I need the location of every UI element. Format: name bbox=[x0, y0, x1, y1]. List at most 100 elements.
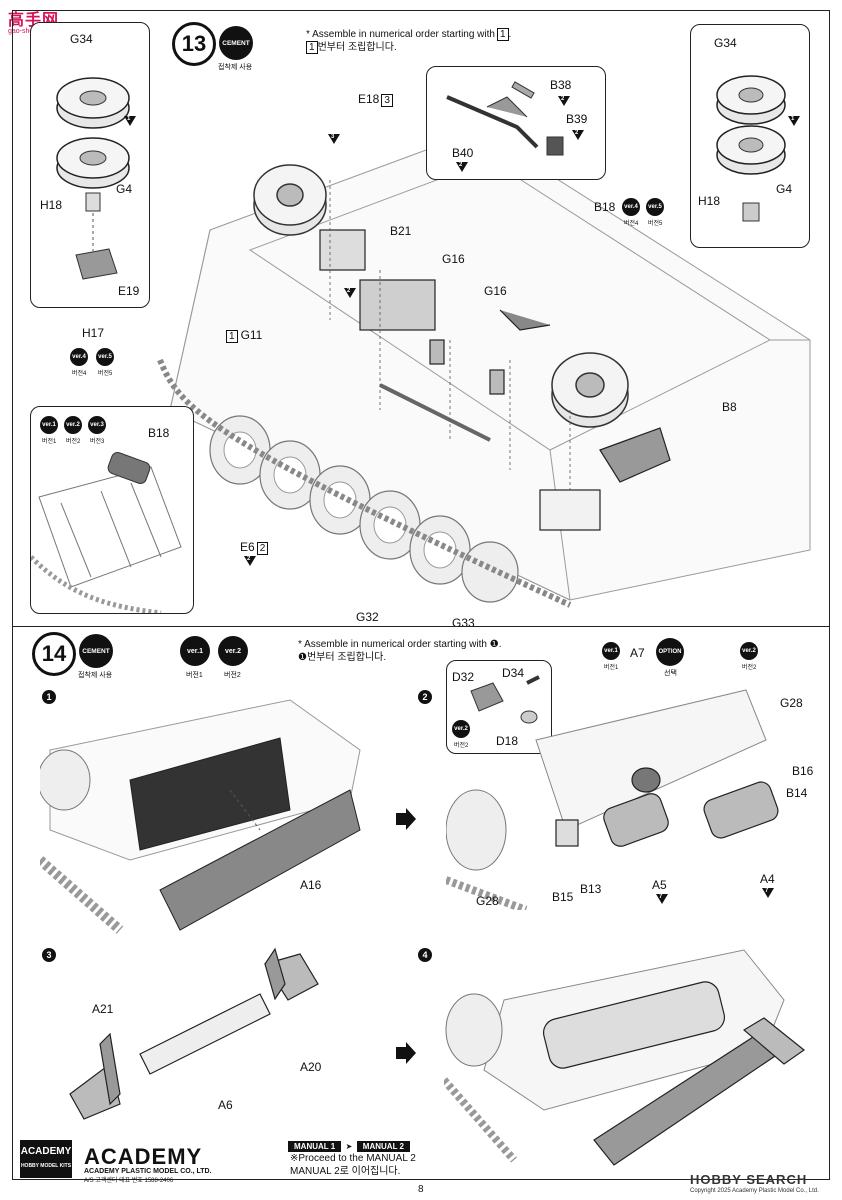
badge-ver2-top-caption: 버전2 bbox=[742, 665, 757, 671]
part-g4-right: G4 bbox=[776, 182, 793, 196]
part-b40: B40 bbox=[452, 146, 474, 160]
seq-marker-2b: 2 bbox=[572, 130, 584, 140]
cement-caption-14: 접착제 사용 bbox=[78, 672, 113, 679]
part-b16: B16 bbox=[792, 764, 814, 778]
badge-ver1-a7-caption: 버전1 bbox=[604, 665, 619, 671]
part-d34: D34 bbox=[502, 666, 525, 680]
academy-badge-sub: HOBBY MODEL KITS bbox=[20, 1163, 72, 1169]
part-e19: E19 bbox=[118, 284, 140, 298]
part-g28-a: G28 bbox=[780, 696, 803, 710]
academy-brand-logo: ACADEMY bbox=[84, 1144, 203, 1169]
badge-ver1-a7: ver.1 bbox=[602, 642, 620, 660]
part-g4-left: G4 bbox=[116, 182, 133, 196]
seq-marker-2-e6: 2 bbox=[244, 556, 256, 566]
part-b18-inset: B18 bbox=[148, 426, 170, 440]
inset-b18-drawing bbox=[29, 452, 182, 616]
part-a4: A4 bbox=[760, 872, 775, 886]
cement-caption: 접착제 사용 bbox=[218, 64, 253, 71]
part-a21: A21 bbox=[92, 1002, 114, 1016]
inset-d32-drawing bbox=[470, 675, 540, 724]
academy-brand-sub: ACADEMY PLASTIC MODEL CO., LTD. bbox=[84, 1168, 212, 1175]
part-e18-num: 3 bbox=[381, 94, 393, 107]
seq-marker-3: 3 bbox=[328, 134, 340, 144]
proceed-en: ※Proceed to the MANUAL 2 bbox=[290, 1153, 416, 1164]
badge-ver2-14: ver.2 bbox=[218, 636, 248, 666]
sub-step-1-drawing bbox=[40, 699, 361, 934]
badge-ver4-h17: ver.4 bbox=[70, 348, 88, 366]
sub-step-4-drawing bbox=[444, 949, 806, 1166]
badge-ver5-h17-caption: 버전5 bbox=[98, 371, 113, 377]
part-h18-left: H18 bbox=[40, 198, 63, 212]
seq-marker-7-a4: 7 bbox=[762, 888, 774, 898]
part-g28-b: G28 bbox=[476, 894, 499, 908]
inset-left-wheel bbox=[30, 22, 150, 308]
part-b38: B38 bbox=[550, 78, 572, 92]
part-e18-label: E18 bbox=[358, 92, 380, 106]
sub-step-1: 1 bbox=[42, 690, 56, 704]
arrow-right-icon-2 bbox=[396, 1042, 416, 1064]
note-ko: 번부터 조립합니다. bbox=[317, 42, 397, 53]
badge-ver2: ver.2 bbox=[64, 416, 82, 434]
inset-right-wheel-drawing bbox=[716, 75, 786, 222]
seq-marker-1-right: 1 bbox=[788, 116, 800, 126]
badge-ver5-h17: ver.5 bbox=[96, 348, 114, 366]
badge-ver1-caption: 버전1 bbox=[42, 439, 57, 445]
inset-b18-ver123 bbox=[29, 406, 194, 616]
step-14-number: 14 bbox=[32, 632, 76, 676]
badge-ver5-caption: 버전5 bbox=[648, 221, 663, 227]
badge-ver2-top: ver.2 bbox=[740, 642, 758, 660]
arrow-right-small-icon: ➤ bbox=[345, 1142, 353, 1151]
badge-ver5: ver.5 bbox=[646, 198, 664, 216]
step-divider bbox=[12, 626, 830, 627]
badge-ver1-14: ver.1 bbox=[180, 636, 210, 666]
note14-num: ❶ bbox=[489, 639, 499, 650]
badge-ver2-inset: ver.2 bbox=[452, 720, 470, 738]
part-b13: B13 bbox=[580, 882, 602, 896]
sub-step-3-drawing bbox=[69, 947, 319, 1120]
part-h17: H17 bbox=[82, 326, 105, 340]
sub-step-3: 3 bbox=[42, 948, 56, 962]
inset-d32-d34 bbox=[446, 660, 552, 754]
cement-icon-14: CEMENT bbox=[79, 634, 113, 668]
sub-step-2-drawing bbox=[446, 689, 779, 910]
part-b8: B8 bbox=[722, 400, 737, 414]
arrow-right-icon bbox=[396, 808, 416, 830]
note-num-box: 1 bbox=[496, 28, 509, 41]
seq-marker-2a: 2 bbox=[558, 96, 570, 106]
note14-ko: 번부터 조립합니다. bbox=[306, 652, 387, 663]
part-b14: B14 bbox=[786, 786, 808, 800]
badge-ver4-caption: 버전4 bbox=[624, 221, 639, 227]
seq-marker-7-a5: 7 bbox=[656, 894, 668, 904]
badge-ver3-caption: 버전3 bbox=[90, 439, 105, 445]
badge-option-caption: 선택 bbox=[664, 670, 677, 677]
part-b15: B15 bbox=[552, 890, 574, 904]
seq-marker-2-g11: 2 bbox=[344, 288, 356, 298]
badge-ver4: ver.4 bbox=[622, 198, 640, 216]
part-g33: G33 bbox=[452, 616, 475, 630]
page-frame bbox=[12, 10, 830, 1180]
proceed-ko: MANUAL 2로 이어집니다. bbox=[290, 1166, 401, 1177]
cement-icon: CEMENT bbox=[219, 26, 253, 60]
inset-right-wheel bbox=[690, 24, 810, 248]
inset-b38-b40 bbox=[426, 66, 606, 180]
academy-badge-text: ACADEMY bbox=[20, 1146, 72, 1157]
part-g34-right: G34 bbox=[714, 36, 737, 50]
part-g11-label: G11 bbox=[240, 328, 263, 342]
academy-brand: ACADEMY ACADEMY PLASTIC MODEL CO., LTD. … bbox=[84, 1144, 212, 1185]
part-d32: D32 bbox=[452, 670, 475, 684]
part-a6: A6 bbox=[218, 1098, 233, 1112]
seq-marker-1: 1 bbox=[124, 116, 136, 126]
step-14-note: * Assemble in numerical order starting w… bbox=[298, 639, 502, 663]
note-en: * Assemble in numerical order starting w… bbox=[306, 29, 495, 40]
part-g16-b: G16 bbox=[484, 284, 507, 298]
sub-step-4: 4 bbox=[418, 948, 432, 962]
part-a7: A7 bbox=[630, 646, 645, 660]
badge-option: OPTION bbox=[656, 638, 684, 666]
part-b39: B39 bbox=[566, 112, 588, 126]
part-g32: G32 bbox=[356, 610, 379, 624]
badge-ver2-inset-caption: 버전2 bbox=[454, 743, 469, 749]
badge-ver1-14-caption: 버전1 bbox=[186, 672, 203, 679]
part-b18: B18 bbox=[594, 200, 616, 214]
